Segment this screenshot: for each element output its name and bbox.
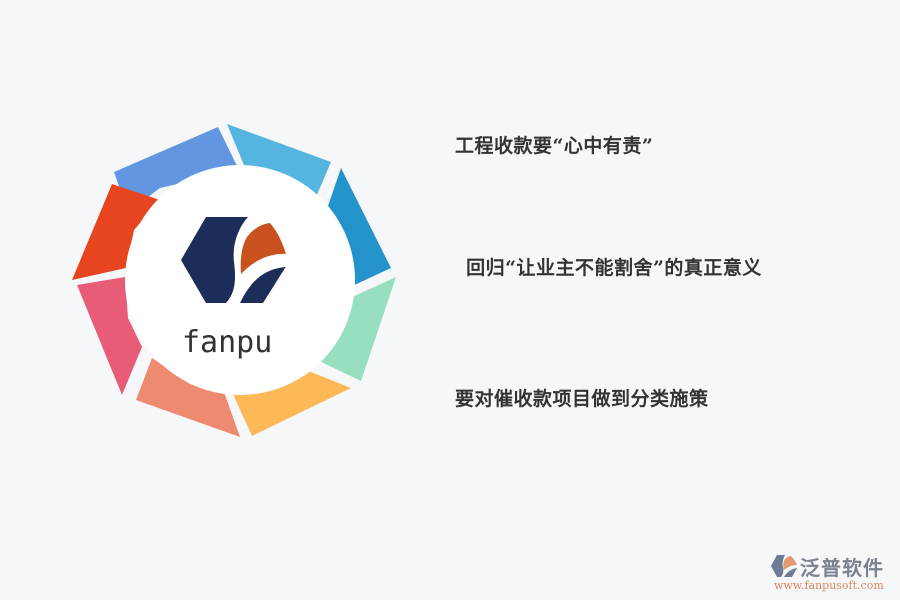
watermark-url: www.fanpusoft.com: [774, 579, 884, 592]
segment-top-right: [227, 124, 331, 204]
fanpu-logo-icon: [181, 217, 286, 303]
center-circle: [125, 165, 355, 395]
segment-left-lower: [77, 277, 142, 395]
segment-bottom-left: [136, 358, 240, 437]
segment-right-lower: [317, 277, 396, 381]
watermark-name: 泛普软件: [800, 556, 884, 580]
watermark-logo: 泛普软件 www.fanpusoft.com: [768, 552, 896, 596]
segment-bottom-right: [232, 370, 351, 436]
point-3: 要对催收款项目做到分类施策: [455, 388, 709, 410]
segment-top-left: [114, 127, 239, 212]
point-2: 回归“让业主不能割舍”的真正意义: [466, 257, 762, 279]
point-1: 工程收款要“心中有责”: [455, 135, 654, 157]
segment-right-upper: [326, 168, 391, 288]
center-brand-text: fanpu: [182, 325, 272, 360]
fanpu-logo-icon: [771, 555, 797, 577]
segment-left-upper: [72, 184, 160, 280]
